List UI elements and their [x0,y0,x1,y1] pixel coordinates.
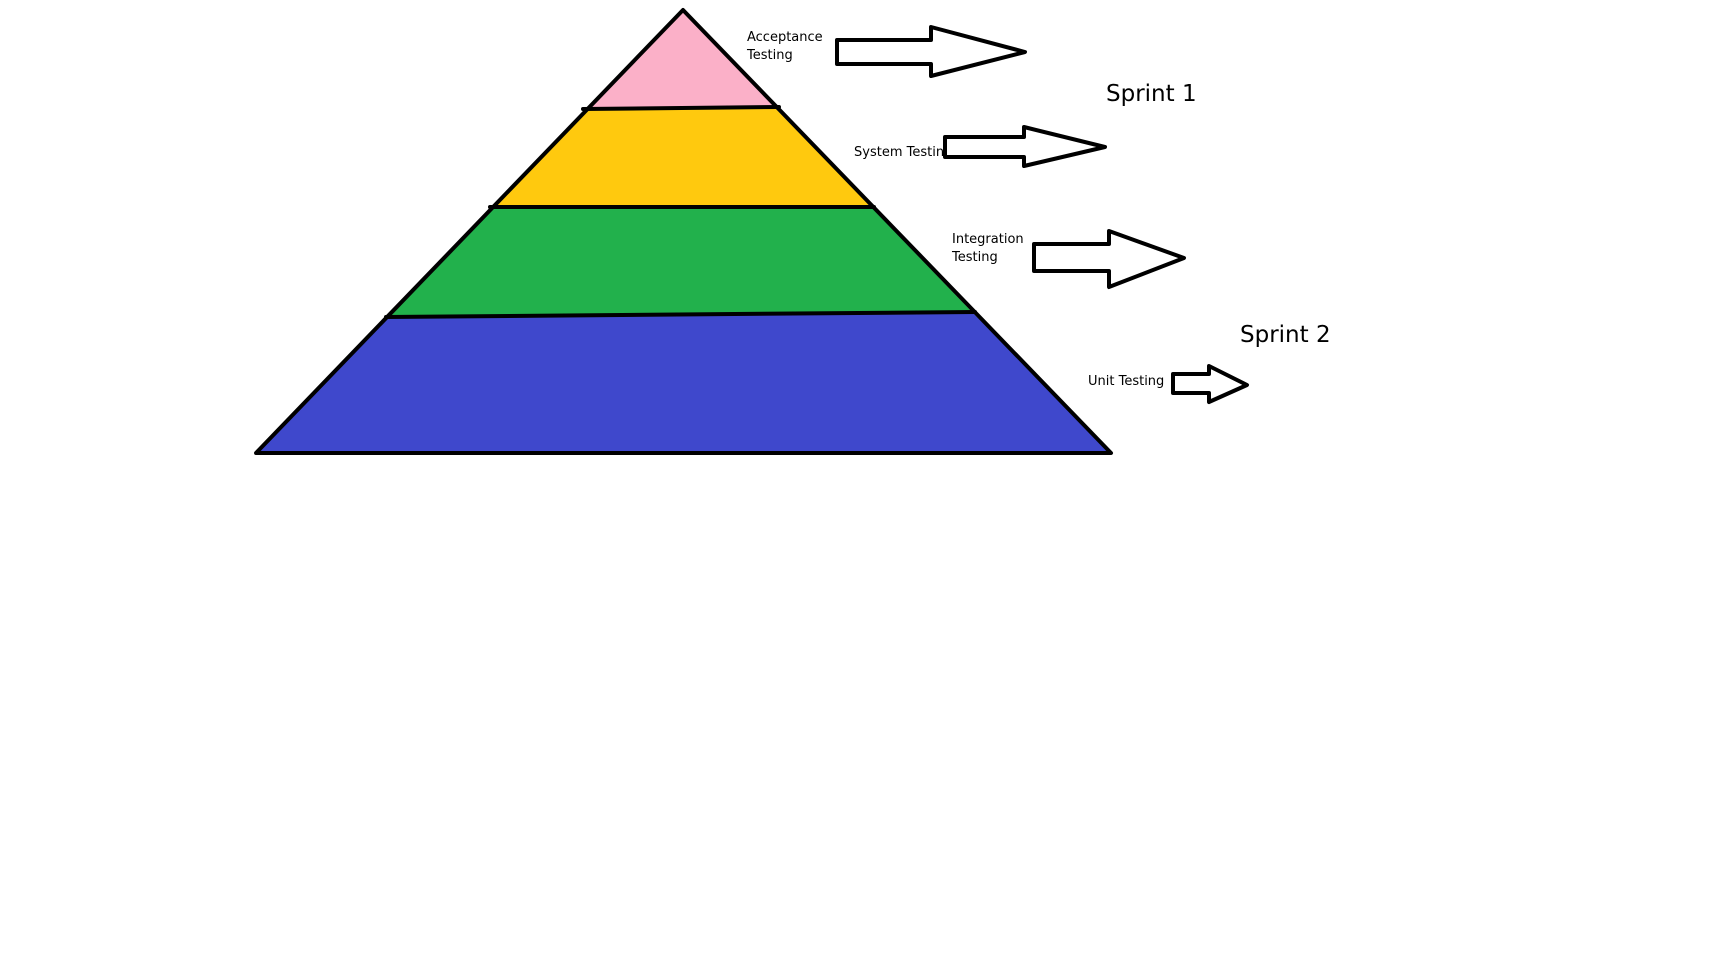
arrow-right-icon [1171,364,1249,404]
divider-integration-unit [384,310,977,319]
pyramid-layer-system [492,107,871,207]
integration-testing-label: Integration Testing [951,232,1028,265]
divider-acceptance-system [581,105,781,111]
pyramid-layer-unit [256,312,1111,453]
pyramid-layer-acceptance [590,10,774,109]
arrow-right-icon [943,125,1107,168]
acceptance-testing-label: Acceptance Testing [746,30,827,63]
arrow-right-icon [1032,229,1186,289]
sprint-2-label: Sprint 2 [1240,322,1331,348]
unit-testing-label: Unit Testing [1088,374,1164,389]
pyramid-layer-integration [388,207,972,317]
pyramid-outline [254,8,1113,455]
arrow-right-icon [835,25,1027,78]
sprint-1-label: Sprint 1 [1106,81,1197,107]
system-testing-label: System Testing [854,145,952,160]
